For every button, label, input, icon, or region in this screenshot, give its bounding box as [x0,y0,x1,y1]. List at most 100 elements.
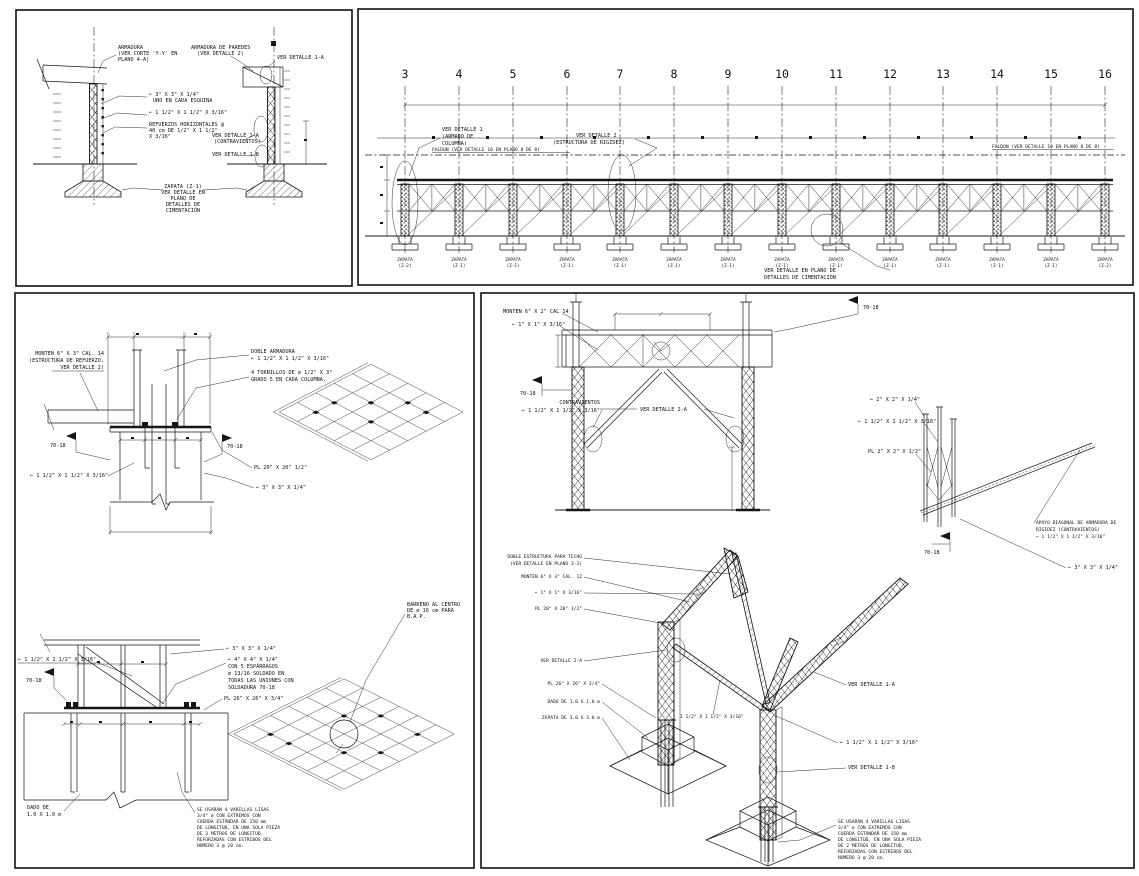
angle-112-label: ⌐ 1 1/2" X 1 1/2" X 3/16" [18,657,96,663]
cimentacion-note: DETALLES DE CIMENTACIÓN [764,274,836,281]
weld-callout: 70-18 [26,678,42,684]
armadura-label: ARMADURA [118,45,144,51]
zapata-mark: (Z-1) [561,263,574,269]
pl20-label: PL 20" X 20" 1/2" [535,606,582,612]
barreno-label: BARRENO AL CENTRO [407,602,460,608]
zapata-mark: (Z-1) [937,263,950,269]
apoyo-label: APOYO DIAGONAL DE ARMADURA DE [1036,520,1116,526]
zapata-label: ZAPATA [612,257,628,263]
grid-number: 11 [829,67,843,81]
faldon-label-left: FALDON (VER DETALLE 10 EN PLANO 8 DE 8) [432,147,540,153]
weld-callout: 70-18 [924,550,940,556]
varillas-note: DE LONGITUD, EN UNA SOLA PIEZA [197,825,280,831]
angle-2x2-label: ⌐ 2" X 2" X 1/4" [870,397,920,403]
angle-4x4-label: TODAS LAS UNIONES CON [228,678,294,684]
apoyo-label: ⌐ 1 1/2" X 1 1/2" X 3/16" [1036,534,1105,540]
varillas-note: 3/4" ∅ CON EXTREMOS CON [197,813,261,819]
faldon-label-right: FALDON (VER DETALLE 10 EN PLANO 8 DE 8) [992,144,1100,150]
upper-baseplate-detail [43,332,232,535]
ver-detalle-1b-label: VER DETALLE 1-B [212,152,259,158]
node-3d-detail: 70-18 ⌐ 2" X 2" X 1/4" ⌐ 1 1/2" X 1 1/2"… [858,397,1118,571]
zapata-note: VER DETALLE EN [161,190,205,196]
zapata-mark: (Z-1) [722,263,735,269]
varillas-note: CUERDA ESTÁNDAR DE 150 mm [838,830,907,837]
refuerzos-label: 40 cm DE 1/2" X 1 1/2" [149,128,218,134]
zapata-mark: (Z-1) [668,263,681,269]
dado-label: DADO DE [27,805,49,811]
varillas-note: SE USARÁN 4 VARILLAS LISAS [197,806,269,813]
zapata-label: ZAPATA [1043,257,1059,263]
zapata-label: ZAPATA [882,257,898,263]
dado-label: DADO DE 1.0 X 1.0 m [547,699,600,705]
zapata-label: ZAPATA [505,257,521,263]
upper-mesh-plan [273,362,464,462]
panel2-border [357,8,1134,286]
lower-mesh-plan: BARRENO AL CENTRO DE ∅ 16 cm PARA B.A.P. [227,602,460,791]
panel4-border [480,292,1135,869]
esquina-label: UNO EN CADA ESQUINA [153,98,213,104]
angle-1x1-label: ⌐ 1" X 1" X 3/16" [535,590,582,596]
grid-number: 16 [1098,67,1112,81]
zapata-mark: (Z-1) [614,263,627,269]
zapata-labels: ZAPATA(Z-2) ZAPATA(Z-1) ZAPATA(Z-1) ZAPA… [397,257,1113,269]
grid-number: 8 [671,67,678,81]
ver-detalle-2a-label: (CONTRAVIENTOS) [214,139,261,145]
zapata-mark: (Z-1) [507,263,520,269]
ver-detalle-2a-label: VER DETALLE 2-A [640,407,688,413]
varillas-note: REFORZADAS CON ESTRIBOS DEL [838,849,913,855]
monten-label: (ESTRUCTURA DE REFUERZO, [29,358,104,364]
weld-callout: 70-18 [520,391,536,397]
pl26-label: PL 26" X 26" X 3/4" [547,681,600,687]
zapata-label: ZAPATA [1097,257,1113,263]
doble-estructura-label: (VER DETALLE EN PLANO 3-3) [510,561,582,567]
apoyo-label: RIGIDEZ (CONTRAVIENTOS) [1036,527,1100,533]
lower-baseplate-detail [23,633,229,809]
varillas-note: NÚMERO 3 @ 20 cm. [838,854,885,861]
zapata-mark: (Z-1) [991,263,1004,269]
zapata-note: PLANO DE [171,196,196,202]
tornillos-label: GRADO 5 EN CADA COLUMNA. [251,377,326,383]
panel-elevation: 3 4 5 6 7 8 9 10 11 12 13 14 15 16 ZAPAT… [357,8,1134,286]
ver-detalle-1b-label: VER DETALLE 1-B [848,765,895,771]
angle-112-label: ⌐ 1 1/2" X 1 1/2" X 3/16" [149,110,227,116]
contravientos-label: ⌐ 1 1/2" X 1 1/2" X 3/16" [522,408,600,414]
zapata-label: ZAPATA [451,257,467,263]
refuerzos-label: REFUERZOS HORIZONTALES @ [149,122,224,128]
ver-detalle-1-label: COLUMNA) [442,141,467,147]
dado-label: 1.0 X 1.0 m [27,812,61,818]
grid-number: 9 [725,67,732,81]
zapata-mark: (Z-1) [884,263,897,269]
armadura-label: PLANO 4-A) [118,57,149,63]
varillas-note: DE 2 METROS DE LONGITUD, [838,843,904,849]
ver-detalle-1-label: (ARMADO DE [442,134,473,140]
grid-number: 3 [402,67,409,81]
right-wall-section [227,27,327,205]
panel-wall-sections: ARMADURA (VER CORTE 'Y-Y' EN PLANO 4-A) … [15,9,353,287]
brace-112-label: 1 1/2" X 1 1/2" X 3/16" [680,714,744,720]
grid-number: 12 [883,67,897,81]
grid-number: 4 [456,67,463,81]
grid-number: 6 [564,67,571,81]
monten-3-label: MONTEN 6" X 3" CAL. 12 [521,574,582,580]
grid-number: 15 [1044,67,1058,81]
grid-number: 10 [775,67,789,81]
zapata-mark: (Z-1) [776,263,789,269]
barreno-label: DE ∅ 16 cm PARA [407,608,455,614]
zapata-mark: (Z-1) [830,263,843,269]
zapata-30-label: ZAPATA DE 3.0 X 3.0 m [542,715,600,721]
angle-4x4-label: ⌐ 4" X 4" X 1/4" [228,657,278,663]
varillas-note: CUERDA ESTÁNDAR DE 150 mm [197,818,266,825]
grid-number: 14 [990,67,1004,81]
lower-detail-labels: 70-18 ⌐ 1 1/2" X 1 1/2" X 3/16" ⌐ 3" X 3… [18,646,294,849]
grid-number: 13 [936,67,950,81]
grid-number: 7 [617,67,624,81]
contravientos-label: CONTRAVIENTOS [559,400,600,406]
grid-number: 5 [510,67,517,81]
angle-112-label: ⌐ 1 1/2" X 1 1/2" X 3/16" [858,419,936,425]
panel3-border [14,292,475,869]
zapata-mark: (Z-2) [399,263,412,269]
varillas-note: NÚMERO 3 @ 20 cm. [197,842,244,849]
zapata-mark: (Z-1) [1045,263,1058,269]
zapata-mark: (Z-1) [453,263,466,269]
